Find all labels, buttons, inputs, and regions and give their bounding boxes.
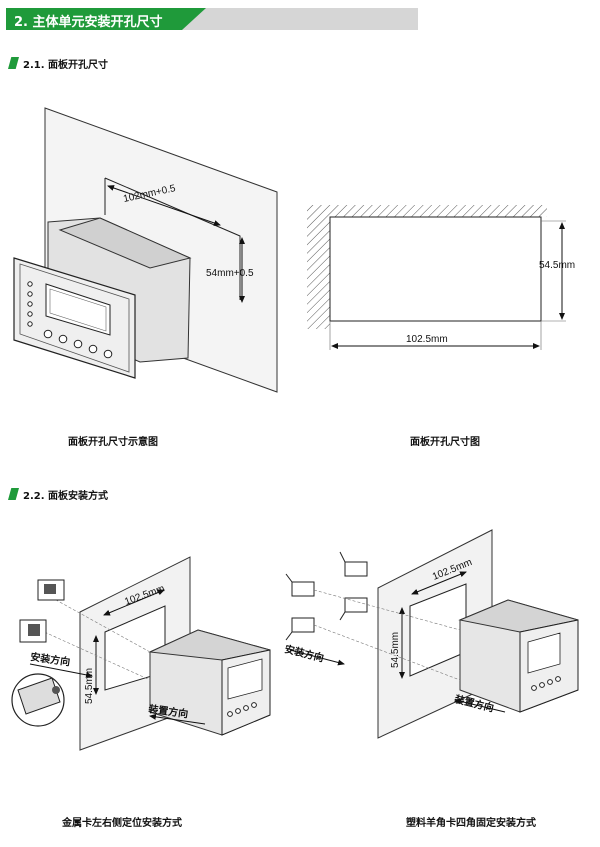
install-direction-label: 安装方向 xyxy=(30,650,71,668)
device-buttons xyxy=(43,329,113,359)
subsection-title: 2.2. 面板安装方式 xyxy=(23,490,108,502)
subsection-heading-2-2: 2.2. 面板安装方式 xyxy=(8,487,108,502)
metal-clip-detail-icon xyxy=(11,673,65,727)
dim-height-label: 54.5mm xyxy=(390,632,401,668)
plastic-clip-icon xyxy=(285,617,315,641)
green-marker-icon xyxy=(8,57,19,69)
dim-height-label: 54.5mm xyxy=(539,260,575,271)
metal-clip-icon xyxy=(19,619,47,643)
figure-2-caption: 面板开孔尺寸图 xyxy=(410,437,480,448)
figure-3-caption: 金属卡左右侧定位安装方式 xyxy=(62,818,182,829)
figure-4-plastic-clip-installation: 102.5mm 54.5mm 安装方向 装置方向 xyxy=(283,529,579,739)
led-indicators xyxy=(27,281,33,327)
figure-1-panel-perspective: 102mm+0.5 54mm+0.5 xyxy=(13,107,278,393)
plastic-clip-icon xyxy=(339,551,368,577)
subsection-heading-2-1: 2.1. 面板开孔尺寸 xyxy=(8,56,108,71)
dim-height-label: 54.5mm xyxy=(84,668,95,704)
metal-clip-icon xyxy=(37,579,65,601)
section-title: 2. 主体单元安装开孔尺寸 xyxy=(14,15,163,30)
section-banner: 2. 主体单元安装开孔尺寸 xyxy=(6,8,418,30)
dim-width-label: 102.5mm xyxy=(406,334,448,345)
banner-green-bar xyxy=(6,8,206,30)
subsection-title: 2.1. 面板开孔尺寸 xyxy=(23,59,108,71)
plastic-clip-icon xyxy=(285,573,315,597)
dim-height-label: 54mm+0.5 xyxy=(206,268,254,279)
figure-2-cutout-dimensions: 54.5mm 102.5mm xyxy=(307,205,575,350)
plastic-clip-icon xyxy=(339,597,368,621)
figure-1-caption: 面板开孔尺寸示意图 xyxy=(68,437,158,448)
green-marker-icon xyxy=(8,488,19,500)
figure-4-caption: 塑料羊角卡四角固定安装方式 xyxy=(406,818,536,829)
install-direction-label: 安装方向 xyxy=(283,642,325,664)
figure-3-metal-clip-installation: 102.5mm 54.5mm 安装方向 装置方向 xyxy=(11,556,271,751)
